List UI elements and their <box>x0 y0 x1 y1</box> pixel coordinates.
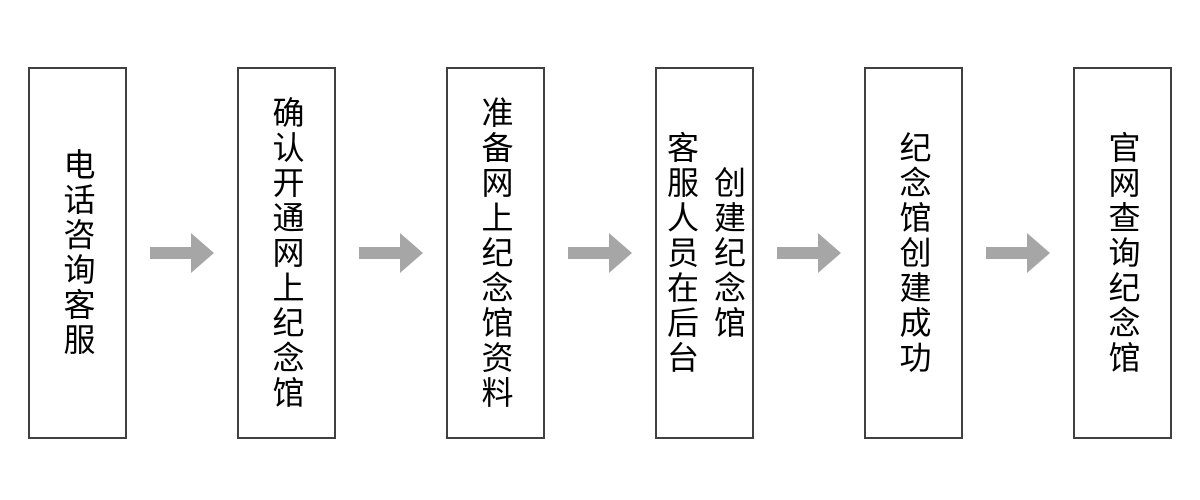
arrow-right-shape <box>359 233 423 273</box>
step-5-label: 纪念馆创建成功 <box>895 130 932 376</box>
step-1-label: 电话咨询客服 <box>59 148 96 358</box>
arrow-right-shape <box>568 233 632 273</box>
arrow-right-icon <box>568 233 632 273</box>
arrow-right-icon <box>150 233 214 273</box>
flowchart: 电话咨询客服 确认开通网上纪念馆 准备网上纪念馆资料 客服人员在后台 创建纪念馆… <box>28 67 1172 439</box>
flow-step-3: 准备网上纪念馆资料 <box>446 67 545 439</box>
arrow-right-icon <box>986 233 1050 273</box>
step-4-label-line-1: 客服人员在后台 <box>663 130 699 376</box>
flow-step-4: 客服人员在后台 创建纪念馆 <box>655 67 754 439</box>
flow-step-1: 电话咨询客服 <box>28 67 127 439</box>
arrow-right-icon <box>359 233 423 273</box>
flow-step-5: 纪念馆创建成功 <box>864 67 963 439</box>
step-6-label: 官网查询纪念馆 <box>1104 130 1141 376</box>
step-2-label: 确认开通网上纪念馆 <box>268 95 305 411</box>
flow-step-6: 官网查询纪念馆 <box>1073 67 1172 439</box>
arrow-right-shape <box>777 233 841 273</box>
arrow-right-shape <box>986 233 1050 273</box>
arrow-right-shape <box>150 233 214 273</box>
arrow-right-icon <box>777 233 841 273</box>
step-3-label: 准备网上纪念馆资料 <box>477 95 514 411</box>
flow-step-2: 确认开通网上纪念馆 <box>237 67 336 439</box>
step-4-label-line-2: 创建纪念馆 <box>710 165 746 341</box>
